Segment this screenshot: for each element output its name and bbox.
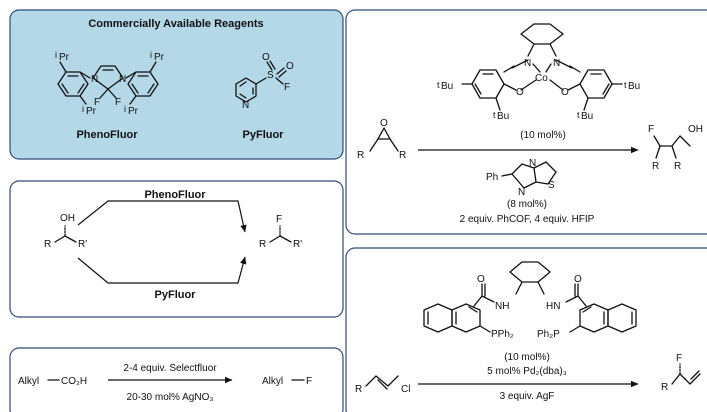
pyfluor-name: PyFluor (243, 129, 285, 141)
salen-tbu2-prefix: t (624, 80, 627, 90)
salen-o2-label: O (561, 87, 569, 98)
cocatalyst-loading: (8 mol%) (507, 199, 547, 210)
pheno-ipr2-label: Pr (154, 52, 165, 63)
pheno-ipr4-prefix: i (124, 104, 126, 114)
acid-alkyl-label: Alkyl (18, 376, 39, 387)
pyfluor-arrow-label: PyFluor (155, 289, 197, 301)
phenofluor-arrow (77, 200, 247, 233)
pheno-ipr3-label: Pr (86, 106, 97, 117)
product-rp-label: R' (293, 239, 302, 250)
epoxide-o-label: O (380, 118, 388, 129)
fluorohydrin-r2-label: R (674, 161, 681, 172)
product-f-label: F (276, 214, 282, 225)
pyfluor-structure (235, 60, 287, 103)
cocat-n1-label: N (529, 158, 536, 169)
allyl-f-label: F (676, 353, 682, 364)
salen-o1-label: O (516, 87, 524, 98)
salen-tbu2-label: Bu (628, 81, 640, 92)
reagents-panel-title: Commercially Available Reagents (88, 18, 263, 30)
epoxide-r1-label: R (357, 150, 364, 161)
salen-tbu3-label: Bu (497, 111, 509, 122)
salen-tbu4-prefix: t (577, 110, 580, 120)
pheno-ipr4-label: Pr (128, 106, 139, 117)
pheno-f2-label: F (115, 97, 121, 108)
ligand-nh-label: NH (495, 301, 509, 312)
deoxyfluorination-panel (9, 180, 344, 318)
cocat-s-label: S (548, 180, 555, 191)
salen-n2-label: N (553, 58, 560, 69)
alcohol-oh-label: OH (60, 213, 75, 224)
epoxide-r2-label: R (399, 150, 406, 161)
salen-tbu3-prefix: t (493, 110, 496, 120)
pheno-ipr1-prefix: i (55, 50, 57, 60)
phenofluor-name: PhenoFluor (76, 129, 138, 141)
pyfluor-n-label: N (242, 100, 249, 111)
cocat-n2-label: N (518, 187, 525, 198)
allyl-product-r-label: R (661, 382, 668, 393)
acid-co2h-label: CO₂H (61, 376, 87, 387)
alcohol-r-label: R (44, 239, 51, 250)
pyfluor-o1-label: O (262, 52, 270, 63)
phenofluor-structure (57, 61, 159, 105)
epoxide-conditions: 2 equiv. PhCOF, 4 equiv. HFIP (460, 214, 595, 225)
ligand-hn-label: HN (546, 301, 560, 312)
pyfluor-arrow (77, 256, 247, 284)
ligand-pph2-label: PPh₂ (491, 329, 514, 340)
alcohol-rp-label: R' (78, 239, 87, 250)
allyl-r-label: R (355, 384, 362, 395)
epoxide-panel (345, 9, 707, 235)
salen-n1-label: N (524, 58, 531, 69)
cocat-ph-label: Ph (486, 172, 498, 183)
pheno-n1-label: N (91, 74, 98, 85)
pheno-n2-label: N (119, 74, 126, 85)
salen-tbu1-prefix: t (437, 80, 440, 90)
pheno-ipr2-prefix: i (150, 50, 152, 60)
agf-conditions: 3 equiv. AgF (500, 391, 555, 402)
pheno-ipr3-prefix: i (82, 104, 84, 114)
pyfluor-s-label: S (267, 70, 274, 81)
pd-loading: 5 mol% Pd₂(dba)₃ (487, 366, 567, 377)
product-r-label: R (259, 239, 266, 250)
fluorohydrin-r1-label: R (652, 161, 659, 172)
ligand-loading: (10 mol%) (504, 352, 550, 363)
trost-ligand (423, 261, 637, 333)
allyl-cl-label: Cl (401, 384, 410, 395)
ligand-o1-label: O (477, 274, 485, 285)
phenofluor-arrow-label: PhenoFluor (144, 189, 206, 201)
bicyclic-amine-cocatalyst (501, 161, 557, 189)
salen-tbu4-label: Bu (581, 111, 593, 122)
co-catalyst-loading: (10 mol%) (520, 130, 566, 141)
selectfluor-conditions: 2-4 equiv. Selectfluor (123, 363, 217, 374)
salen-co-label: Co (535, 73, 548, 84)
product-alkyl-f-label: F (306, 376, 312, 387)
allylic-panel (345, 247, 707, 412)
fluorohydrin-oh-label: OH (688, 124, 703, 135)
reagents-panel (9, 9, 344, 160)
product-alkyl-label: Alkyl (262, 376, 283, 387)
salen-cobalt-catalyst (461, 23, 623, 111)
pyfluor-o2-label: O (286, 61, 294, 72)
salen-tbu1-label: Bu (441, 81, 453, 92)
ligand-ph2p-label: Ph₂P (537, 329, 560, 340)
agno3-conditions: 20-30 mol% AgNO₃ (127, 392, 214, 403)
pheno-ipr1-label: Pr (59, 52, 70, 63)
pheno-f1-label: F (94, 97, 100, 108)
ligand-o2-label: O (574, 274, 582, 285)
pyfluor-f-label: F (284, 82, 290, 93)
fluorohydrin-f-label: F (648, 124, 654, 135)
